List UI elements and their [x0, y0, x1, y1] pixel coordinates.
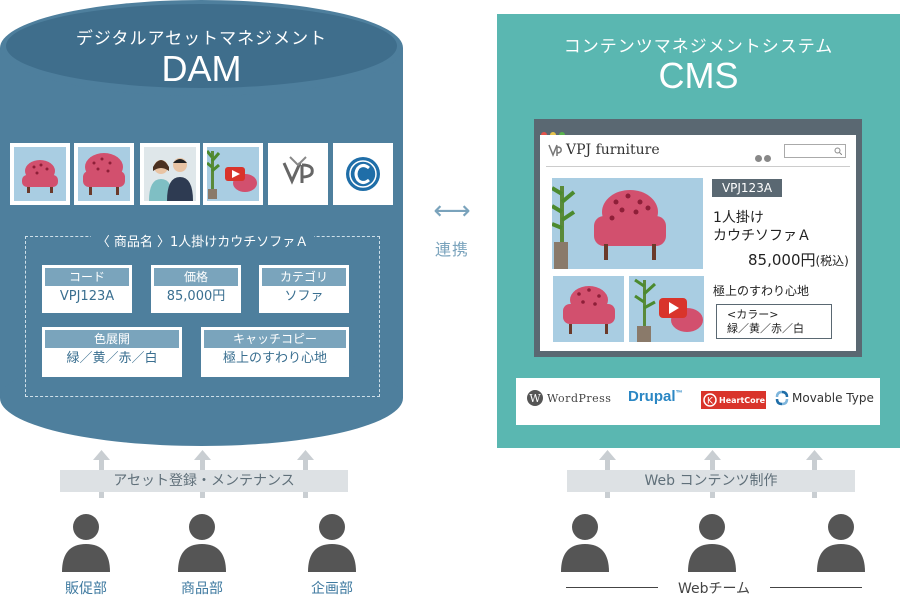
- attr-price-value: 85,000円: [166, 289, 226, 304]
- video-plant-chair-icon: [207, 150, 257, 199]
- attr-code: コード VPJ123A: [42, 265, 132, 313]
- site-search-input[interactable]: [784, 144, 846, 158]
- catch-copy: 極上のすわり心地: [713, 284, 810, 298]
- movable-type-logo: Movable Type: [775, 390, 874, 406]
- product-title-line1: 1人掛け: [713, 210, 764, 226]
- product-thumb-1[interactable]: [553, 276, 624, 342]
- link-arrow-icon: ⟷: [433, 196, 471, 226]
- heartcore-logo: K HeartCore: [701, 391, 766, 409]
- video-plant-chair-icon: [634, 278, 703, 342]
- people-photo-icon: [149, 158, 193, 201]
- attr-category-label: カテゴリ: [262, 268, 346, 286]
- thumb-c-logo: [333, 143, 393, 205]
- dept-sales-promotion: 販促部: [65, 581, 107, 597]
- color-options-label: <カラー>: [727, 308, 779, 321]
- product-title-line2: カウチソファＡ: [713, 228, 811, 244]
- heartcore-icon: K: [703, 393, 717, 407]
- attr-catchcopy-value: 極上のすわり心地: [222, 351, 327, 366]
- attr-colors-label: 色展開: [45, 330, 179, 348]
- dam-cylinder-top-inner: [6, 4, 397, 88]
- cms-action-bar: Web コンテンツ制作: [567, 470, 855, 492]
- chair-polka-icon: [563, 286, 615, 334]
- drupal-tm: ™: [675, 390, 683, 397]
- attr-catchcopy-label: キャッチコピー: [204, 330, 346, 348]
- dept-planning: 企画部: [311, 581, 353, 597]
- search-icon: [834, 147, 842, 155]
- attr-price: 価格 85,000円: [151, 265, 241, 313]
- attr-code-label: コード: [45, 268, 129, 286]
- color-options-box: <カラー> 緑／黄／赤／白: [716, 304, 832, 339]
- site-logo-icon: [548, 142, 562, 158]
- product-video-thumb[interactable]: [629, 276, 704, 342]
- wordpress-icon: W: [527, 390, 543, 406]
- site-name[interactable]: VPJ furniture: [566, 142, 660, 158]
- svg-text:W: W: [529, 392, 541, 405]
- dept-product: 商品部: [181, 581, 223, 597]
- dam-title: DAM: [161, 48, 242, 89]
- price-tax: (税込): [815, 254, 849, 268]
- thumb-chair-1: [10, 143, 70, 205]
- color-options-values: 緑／黄／赤／白: [727, 322, 804, 335]
- product-price: 85,000円(税込): [748, 249, 849, 270]
- product-name: 〈 商品名 〉1人掛けカウチソファＡ: [25, 231, 380, 250]
- dam-subtitle: デジタルアセットマネジメント: [75, 29, 328, 49]
- web-team-label: Webチーム: [677, 581, 751, 597]
- svg-text:K: K: [707, 397, 714, 407]
- wordpress-logo: W WordPress: [526, 389, 611, 407]
- attr-colors: 色展開 緑／黄／赤／白: [42, 327, 182, 377]
- dam-action-bar: アセット登録・メンテナンス: [60, 470, 348, 492]
- team-line-left: [566, 587, 658, 588]
- link-label: 連携: [434, 240, 469, 259]
- attr-category-value: ソファ: [284, 289, 324, 304]
- attr-colors-value: 緑／黄／赤／白: [66, 351, 158, 366]
- menu-dots-icon[interactable]: [755, 147, 771, 166]
- chair-polka-icon: [552, 186, 666, 269]
- attr-price-label: 価格: [154, 268, 238, 286]
- price-value: 85,000円: [748, 251, 816, 269]
- chair-polka-icon: [22, 160, 58, 193]
- header-divider: [546, 166, 850, 167]
- product-main-image[interactable]: [552, 178, 703, 269]
- drupal-logo: Drupal™: [628, 388, 683, 405]
- chair-polka-icon: [83, 153, 125, 195]
- team-line-right: [770, 587, 862, 588]
- thumb-people: [140, 143, 200, 205]
- attr-category: カテゴリ ソファ: [259, 265, 349, 313]
- attr-catchcopy: キャッチコピー 極上のすわり心地: [201, 327, 349, 377]
- movable-type-icon: [775, 390, 789, 406]
- person-icons: [62, 514, 865, 572]
- thumb-vjp-logo: [268, 143, 328, 205]
- thumb-video: [203, 143, 263, 205]
- vjp-logo-icon: [282, 156, 314, 185]
- attr-code-value: VPJ123A: [59, 289, 115, 304]
- cms-logos-strip: [516, 378, 880, 425]
- thumb-chair-2: [74, 143, 134, 205]
- c-logo-icon: [346, 157, 380, 191]
- product-code-badge: VPJ123A: [712, 179, 782, 197]
- cms-title: CMS: [658, 55, 739, 96]
- cms-subtitle: コンテンツマネジメントシステム: [563, 37, 834, 57]
